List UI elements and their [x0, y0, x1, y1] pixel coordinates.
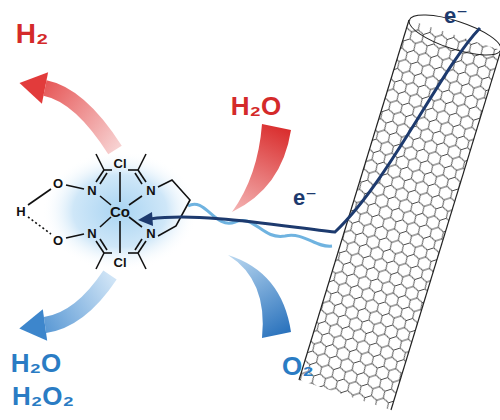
- atom-label: Co: [110, 204, 130, 219]
- tether: [188, 204, 332, 246]
- atom-label: N: [87, 227, 96, 240]
- reactant-label: H₂O: [231, 93, 282, 119]
- nanotube: [280, 0, 500, 420]
- atom-label: H: [16, 205, 25, 218]
- atom-label: N: [146, 227, 155, 240]
- atom-label: Cl: [114, 157, 127, 170]
- atom-label: N: [87, 184, 96, 197]
- reactant-label: O₂: [282, 353, 314, 379]
- atom-label: O: [53, 234, 63, 247]
- atom-label: Cl: [114, 256, 127, 269]
- atom-label: N: [146, 184, 155, 197]
- electron-label: e⁻: [293, 187, 317, 209]
- atom-label: O: [53, 177, 63, 190]
- electron-arrow: [138, 28, 480, 232]
- molecule-bonds: [28, 154, 190, 269]
- glow: [42, 151, 198, 271]
- product-label: H₂O: [11, 350, 62, 376]
- product-label: H₂O₂: [12, 383, 74, 409]
- product-label: H₂: [16, 20, 49, 48]
- reaction-arrows: [19, 72, 291, 341]
- electron-label: e⁻: [444, 5, 468, 27]
